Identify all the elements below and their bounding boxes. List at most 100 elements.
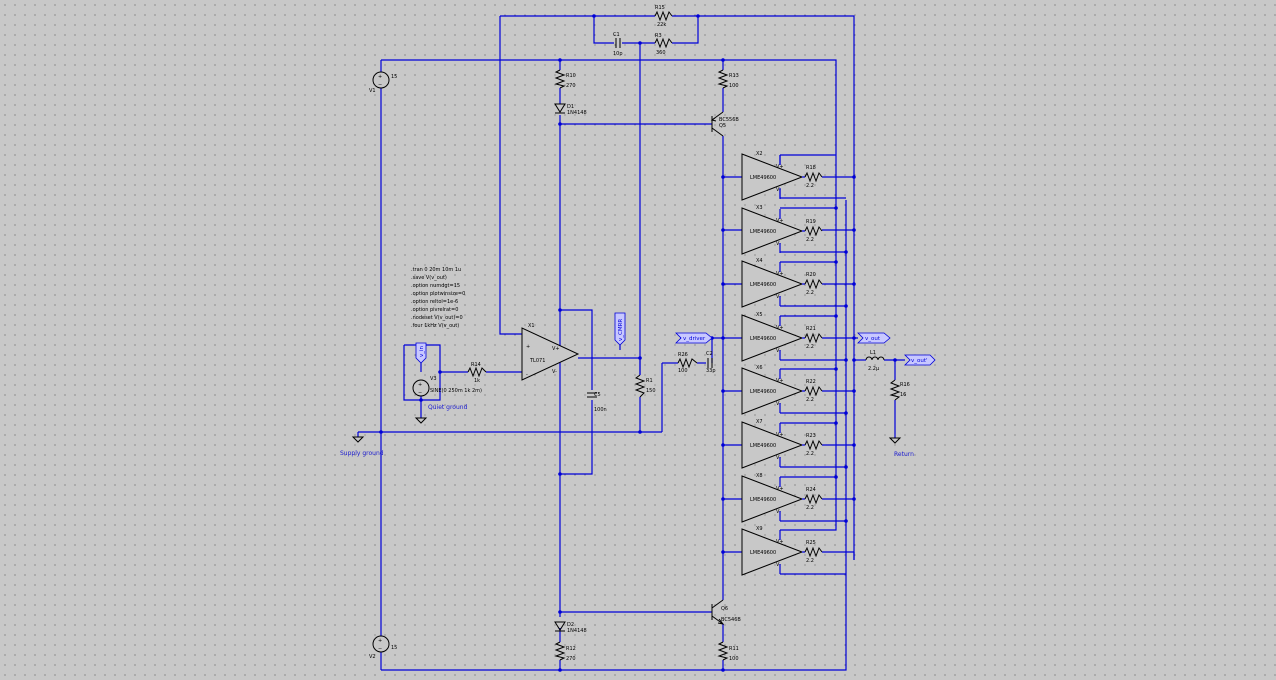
opamp-x1[interactable]: + - V+ V- X1 TL071 bbox=[521, 323, 580, 381]
voltage-source-v2[interactable]: + − V2 15 bbox=[369, 635, 397, 660]
voltage-source-v1[interactable]: + − V1 15 bbox=[369, 71, 397, 94]
buffer-triangle bbox=[741, 260, 804, 308]
buffer-resistor bbox=[804, 332, 823, 344]
inductor-l1[interactable]: L1 2.2µ bbox=[865, 350, 885, 372]
buffer-ref: X6 bbox=[756, 365, 763, 371]
flag-v-cm[interactable]: v_CMRR bbox=[614, 312, 626, 350]
resistor-r26[interactable]: R26 100 bbox=[677, 352, 698, 374]
c2-value: 33p bbox=[706, 368, 716, 374]
capacitor-c1[interactable]: C1 10p bbox=[613, 32, 623, 57]
resistor-r12[interactable]: R12 270 bbox=[554, 641, 576, 662]
x1-ref: X1 bbox=[528, 323, 535, 329]
buffer-vminus-pin: V- bbox=[776, 187, 781, 193]
resistor-r1[interactable]: R1 150 bbox=[634, 374, 656, 398]
supply-ground-symbol: Supply ground bbox=[340, 436, 384, 457]
buffer-triangle bbox=[741, 314, 804, 362]
buffer-vminus-pin: V- bbox=[776, 401, 781, 407]
buffer-part: LME49600 bbox=[750, 497, 776, 503]
resistor-r15[interactable]: R15 22k bbox=[654, 5, 673, 28]
flag-v-out-prime[interactable]: v_out' bbox=[904, 354, 936, 366]
spice-directives: .tran 0 20m 10m 1u .save V(v_out) .optio… bbox=[411, 267, 465, 329]
buffer-ref: X4 bbox=[756, 258, 763, 264]
buffer-resistor-ref: R21 bbox=[806, 326, 816, 332]
resistor-r3[interactable]: R3 360 bbox=[654, 33, 673, 56]
capacitor-c2[interactable]: C2 33p bbox=[706, 351, 716, 374]
r1-ref: R1 bbox=[646, 378, 653, 384]
flag-v-in[interactable]: v_in bbox=[415, 342, 427, 364]
r3-value: 360 bbox=[656, 50, 666, 56]
svg-text:−: − bbox=[378, 646, 382, 652]
buffer-resistor bbox=[804, 493, 823, 505]
resistor-r10[interactable]: R10 270 bbox=[554, 69, 576, 89]
r13-value: 100 bbox=[729, 83, 739, 89]
l1-ref: L1 bbox=[870, 350, 876, 356]
resistor-r14[interactable]: R14 1k bbox=[467, 362, 487, 384]
c1-ref: C1 bbox=[613, 32, 620, 38]
buffer-ref: X2 bbox=[756, 151, 763, 157]
buffer-triangle bbox=[741, 367, 804, 415]
buffer-resistor bbox=[804, 385, 823, 397]
d2-ref: D2 bbox=[567, 622, 574, 628]
r3-ref: R3 bbox=[655, 33, 662, 39]
directive-line: .option plotwinsize=0 bbox=[411, 291, 465, 297]
v1-ref: V1 bbox=[369, 88, 376, 94]
directive-line: .save V(v_out) bbox=[411, 275, 447, 281]
buffer-vplus-pin: V+ bbox=[776, 486, 784, 492]
r26-value: 100 bbox=[678, 368, 688, 374]
c1-value: 10p bbox=[613, 51, 623, 57]
buffer-resistor-ref: R25 bbox=[806, 540, 816, 546]
buffer-resistor-value: 2.2 bbox=[806, 505, 814, 511]
buffer-vplus-pin: V+ bbox=[776, 432, 784, 438]
buffer-vplus-pin: V+ bbox=[776, 378, 784, 384]
return-ground-symbol: Return bbox=[888, 437, 914, 458]
directive-line: .option reltol=1e-6 bbox=[411, 299, 458, 305]
transistor-q6[interactable]: Q6 BC546B bbox=[711, 599, 741, 625]
diode-d2[interactable]: D2 1N4148 bbox=[554, 621, 587, 634]
resistor-r16[interactable]: R16 16 bbox=[889, 379, 910, 401]
buffer-resistor-value: 2.2 bbox=[806, 344, 814, 350]
buffer-part: LME49600 bbox=[750, 282, 776, 288]
buffer-triangle bbox=[741, 207, 804, 255]
x1-minus-pin: - bbox=[526, 372, 528, 378]
v-out-prime-flag-text: v_out' bbox=[911, 358, 928, 364]
buffer-ref: X5 bbox=[756, 312, 763, 318]
buffer-resistor-ref: R18 bbox=[806, 165, 816, 171]
x1-vpos-pin: V+ bbox=[552, 346, 560, 352]
flag-v-driver[interactable]: v_driver bbox=[675, 332, 713, 344]
buffer-vplus-pin: V+ bbox=[776, 325, 784, 331]
flag-v-out[interactable]: v_out bbox=[857, 332, 891, 344]
directive-line: .option pivrelrat=0 bbox=[411, 307, 458, 313]
capacitor-c5[interactable]: C5 100n bbox=[587, 392, 607, 413]
buffer-part: LME49600 bbox=[750, 336, 776, 342]
r10-value: 270 bbox=[566, 83, 576, 89]
buffer-ref: X7 bbox=[756, 419, 763, 425]
buffer-part: LME49600 bbox=[750, 175, 776, 181]
buffer-vminus-pin: V- bbox=[776, 455, 781, 461]
buffer-ref: X8 bbox=[756, 473, 763, 479]
v-in-flag-text: v_in bbox=[419, 345, 425, 357]
buffer-vminus-pin: V- bbox=[776, 509, 781, 515]
transistor-q5[interactable]: BC556B Q5 bbox=[710, 111, 739, 137]
svg-text:+: + bbox=[378, 74, 382, 80]
r14-value: 1k bbox=[474, 378, 480, 384]
directive-line: .four 1kHz V(v_out) bbox=[411, 323, 459, 329]
voltage-source-v3[interactable]: + − V3 SINE(0 250m 1k 2m) bbox=[412, 376, 482, 397]
resistor-r11[interactable]: R11 100 bbox=[717, 641, 739, 662]
resistor-r13[interactable]: R13 100 bbox=[717, 69, 739, 89]
diode-d1[interactable]: D1 1N4148 bbox=[554, 103, 587, 116]
buffer-resistor bbox=[804, 278, 823, 290]
r26-ref: R26 bbox=[678, 352, 688, 358]
buffer-vminus-pin: V- bbox=[776, 562, 781, 568]
buffer-resistor-value: 2.2 bbox=[806, 290, 814, 296]
buffer-ref: X3 bbox=[756, 205, 763, 211]
